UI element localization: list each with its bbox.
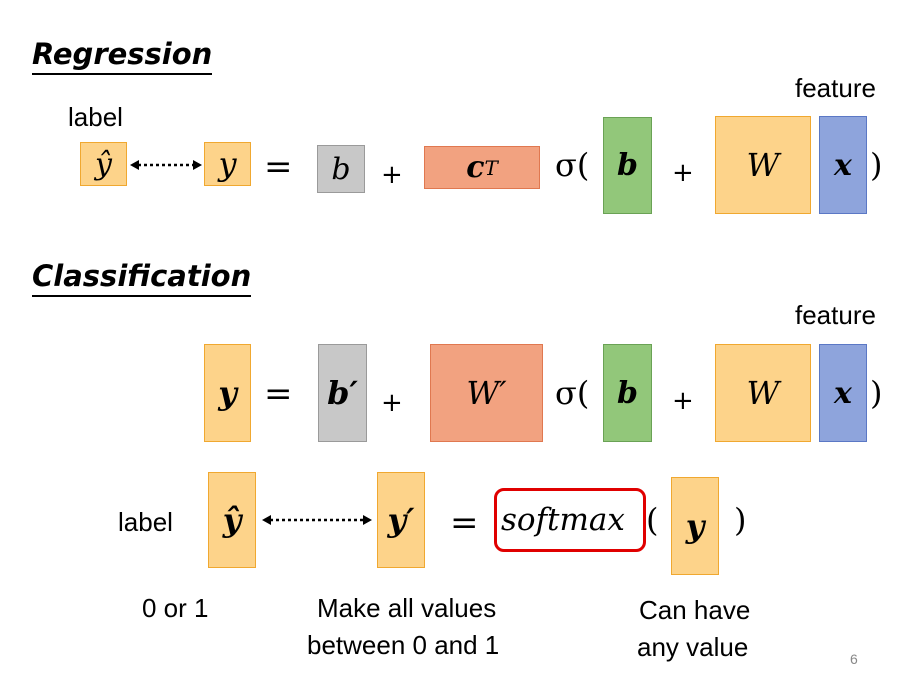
regression-sigma-open: σ(	[555, 146, 590, 184]
softmax-highlight-box	[494, 488, 646, 552]
regression-feature-text: feature	[795, 73, 876, 103]
classification-x-box: x	[819, 344, 867, 442]
softmax-input-y-box: y	[671, 477, 719, 575]
regression-b-vector-box: b	[603, 117, 652, 214]
regression-double-arrow	[130, 160, 202, 170]
softmax-text: softmax	[501, 502, 625, 538]
regression-plus-1: +	[381, 160, 403, 190]
classification-feature-text: feature	[795, 300, 876, 330]
note-any-value-line2: any value	[637, 632, 749, 662]
classification-double-arrow	[262, 515, 372, 525]
classification-W-box: W	[715, 344, 811, 442]
regression-c-superscript: T	[484, 155, 498, 180]
classification-equals-2: =	[450, 503, 479, 543]
classification-heading: Classification	[32, 258, 252, 297]
classification-y-hat-box: ŷ	[208, 472, 256, 568]
softmax-close-paren: )	[734, 501, 747, 539]
softmax-input-y-symbol: y	[685, 507, 705, 545]
note-any-value-line1: Can have	[639, 595, 751, 625]
softmax-open-paren: (	[646, 501, 659, 539]
classification-close-paren: )	[870, 374, 883, 412]
regression-x-box: x	[819, 116, 867, 214]
classification-plus-2: +	[672, 386, 694, 416]
regression-plus-2: +	[672, 158, 694, 188]
classification-sigma-open: σ(	[555, 374, 590, 412]
regression-c-symbol: c	[466, 150, 485, 185]
regression-x-symbol: x	[834, 147, 852, 183]
note-make-values-line1: Make all values	[317, 593, 497, 623]
regression-close-paren: )	[870, 146, 883, 184]
regression-b-vector-symbol: b	[617, 148, 638, 183]
note-make-values-line2: between 0 and 1	[307, 630, 500, 660]
regression-b-box: b	[317, 145, 365, 193]
regression-equals: =	[264, 147, 293, 187]
page-number: 6	[850, 651, 858, 667]
regression-y-box: y	[204, 142, 251, 186]
classification-b-prime-box: b′	[318, 344, 367, 442]
classification-label-text: label	[118, 507, 173, 537]
classification-y-prime-box: y′	[377, 472, 425, 568]
regression-W-box: W	[715, 116, 811, 214]
classification-b-vector-symbol: b	[617, 375, 638, 411]
classification-b-prime-symbol: b′	[327, 374, 358, 412]
classification-equals: =	[264, 374, 293, 414]
classification-x-symbol: x	[834, 375, 852, 411]
regression-heading: Regression	[32, 36, 213, 75]
note-zero-or-one: 0 or 1	[142, 593, 209, 623]
classification-W-prime-box: W′	[430, 344, 543, 442]
classification-plus-1: +	[381, 388, 403, 418]
classification-b-vector-box: b	[603, 344, 652, 442]
classification-y-hat-symbol: ŷ	[222, 501, 242, 539]
regression-y-hat-box: ŷ	[80, 142, 127, 186]
classification-y-symbol: y	[218, 374, 237, 412]
classification-y-prime-symbol: y′	[387, 501, 415, 539]
classification-y-box: y	[204, 344, 251, 442]
regression-label-text: label	[68, 102, 123, 132]
